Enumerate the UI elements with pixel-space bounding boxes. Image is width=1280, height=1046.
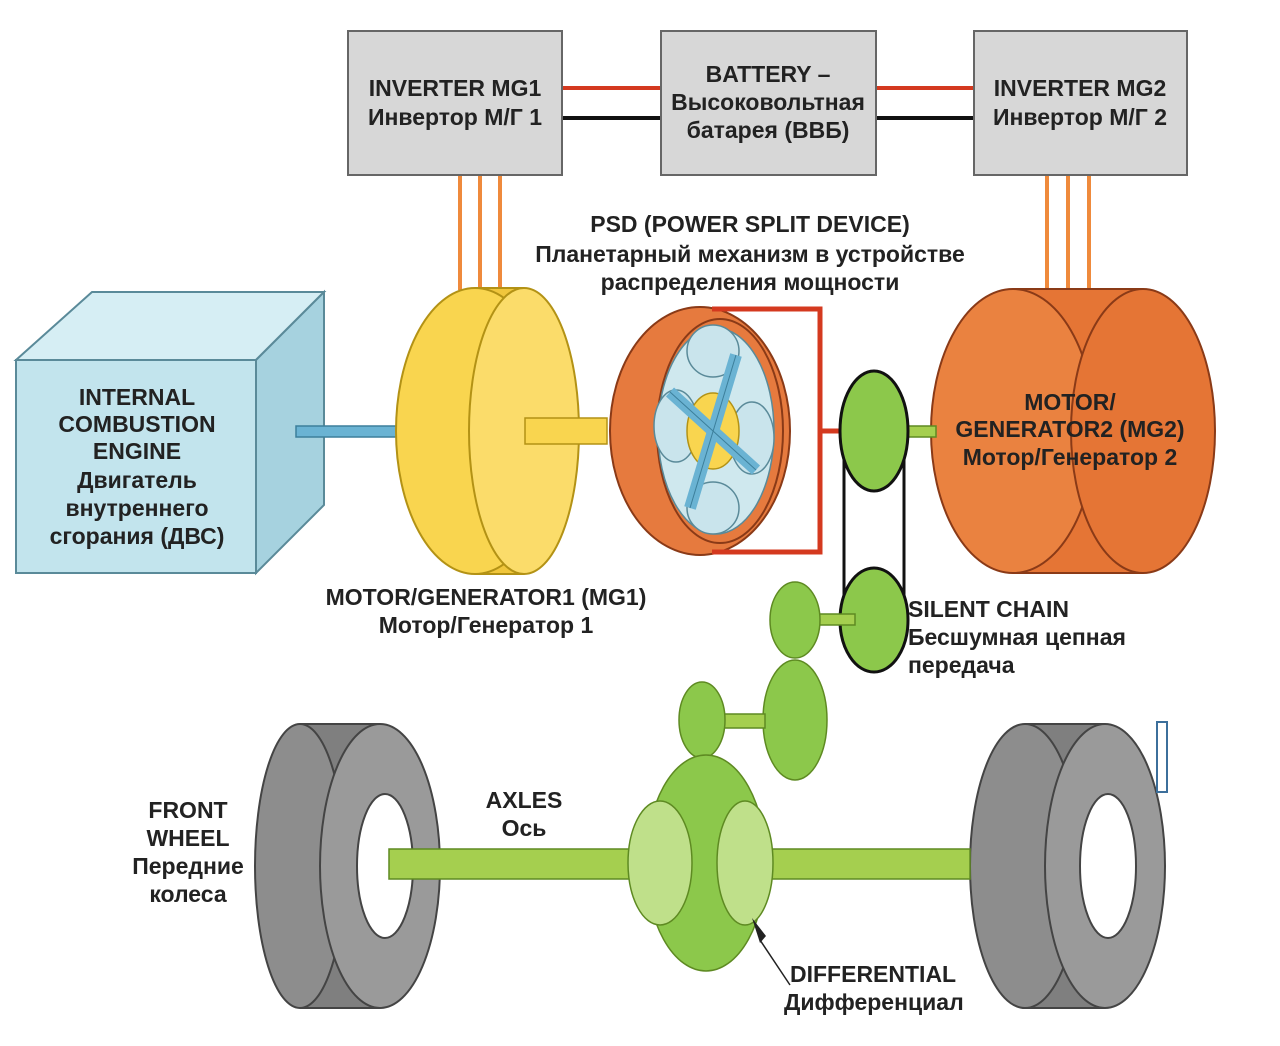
battery-cables — [562, 86, 975, 120]
engine-title-1: INTERNAL — [79, 384, 195, 410]
left-axle — [388, 848, 636, 880]
inverter-mg1-title: INVERTER MG1 — [369, 75, 542, 101]
inverter-mg1-subtitle: Инвертор М/Г 1 — [368, 104, 542, 130]
differential-title: DIFFERENTIAL — [790, 961, 956, 987]
inverter-mg1-box: INVERTER MG1 Инвертор М/Г 1 — [347, 30, 563, 176]
chain-subtitle-2: передача — [908, 652, 1015, 678]
differential-subtitle: Дифференциал — [784, 989, 964, 1015]
mg1-subtitle: Мотор/Генератор 1 — [379, 612, 594, 638]
inverter-mg2-subtitle: Инвертор М/Г 2 — [993, 104, 1167, 130]
mg1-three-phase-lines — [458, 175, 502, 290]
axles-subtitle: Ось — [502, 815, 547, 841]
inverter-mg2-title: INVERTER MG2 — [994, 75, 1167, 101]
mg2-title-2: GENERATOR2 (MG2) — [955, 416, 1184, 442]
right-axle — [744, 848, 971, 880]
wheel-label: FRONT WHEEL Передние колеса — [132, 797, 244, 907]
mg2-three-phase-lines — [1045, 175, 1091, 290]
mg2-cylinder — [930, 288, 1216, 574]
mg1-title: MOTOR/GENERATOR1 (MG1) — [326, 584, 647, 610]
wheel-title-2: WHEEL — [146, 825, 229, 851]
engine-subtitle-3: сгорания (ДВС) — [50, 523, 225, 549]
mg2-subtitle: Мотор/Генератор 2 — [963, 444, 1178, 470]
engine-shaft — [295, 425, 407, 438]
battery-subtitle-2: батарея (ВВБ) — [687, 117, 850, 143]
psd-title: PSD (POWER SPLIT DEVICE) — [590, 211, 909, 237]
chain-label: SILENT CHAIN Бесшумная цепная передача — [908, 596, 1126, 678]
engine-block: INTERNAL COMBUSTION ENGINE Двигатель вну… — [13, 289, 327, 576]
wheel-title-1: FRONT — [148, 797, 227, 823]
mg1-cylinder — [395, 287, 580, 575]
axles-title: AXLES — [486, 787, 563, 813]
wheel-subtitle-1: Передние — [132, 853, 244, 879]
differential-leader-line — [759, 939, 791, 986]
psd-subtitle-2: распределения мощности — [601, 269, 900, 295]
pointer-arrow-icon — [752, 918, 766, 943]
mg1-shaft — [524, 417, 608, 445]
silent-chain — [838, 369, 910, 674]
psd-label: PSD (POWER SPLIT DEVICE) Планетарный мех… — [535, 211, 965, 295]
chain-subtitle-1: Бесшумная цепная — [908, 624, 1126, 650]
wheel-subtitle-2: колеса — [149, 881, 227, 907]
battery-box: BATTERY – Высоковольтная батарея (ВВБ) — [660, 30, 877, 176]
inverter-mg2-box: INVERTER MG2 Инвертор М/Г 2 — [973, 30, 1188, 176]
differential — [627, 754, 774, 972]
differential-label: DIFFERENTIAL Дифференциал — [784, 961, 964, 1015]
chain-title: SILENT CHAIN — [908, 596, 1069, 622]
engine-subtitle-2: внутреннего — [65, 495, 208, 521]
mg1-label: MOTOR/GENERATOR1 (MG1) Мотор/Генератор 1 — [326, 584, 647, 638]
scale-marker — [1156, 721, 1168, 793]
engine-subtitle-1: Двигатель — [77, 467, 197, 493]
psd-planetary-gear — [609, 306, 791, 556]
axles-label: AXLES Ось — [486, 787, 563, 841]
battery-title: BATTERY – — [706, 61, 831, 87]
right-wheel — [969, 723, 1166, 1009]
mg2-title-1: MOTOR/ — [1024, 389, 1116, 415]
mg2-label: MOTOR/ GENERATOR2 (MG2) Мотор/Генератор … — [955, 389, 1184, 470]
psd-subtitle-1: Планетарный механизм в устройстве — [535, 241, 965, 267]
battery-subtitle-1: Высоковольтная — [671, 89, 865, 115]
reduction-gears — [678, 581, 856, 781]
engine-title-3: ENGINE — [93, 438, 181, 464]
engine-title-2: COMBUSTION — [58, 411, 215, 437]
left-wheel — [254, 723, 441, 1009]
